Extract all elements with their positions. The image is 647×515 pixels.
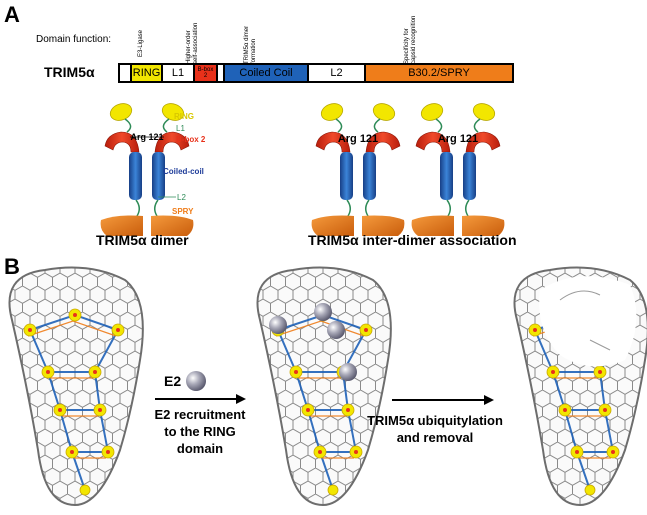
domain-l1: L1 [171,67,185,79]
domain-ring: RING [130,65,163,81]
capsid-disassembled [514,268,647,505]
e2-ball [186,371,206,391]
label-l1: L1 [176,124,185,133]
protein-name: TRIM5α [44,64,95,80]
dimer-illustrations: Arg 121 Arg 121 Arg 121 RING L1 B-box 2 … [99,99,506,237]
step1-line-1: E2 recruitment [154,407,246,422]
svg-text:Arg 121: Arg 121 [338,133,378,145]
arrow-step1 [155,394,246,404]
label-coiled-coil: Coiled-coil [163,167,204,176]
step1-line-2: to the RING [164,424,236,439]
e2-label: E2 [164,373,182,389]
step2-line-2: and removal [396,430,474,445]
svg-text:Arg 121: Arg 121 [130,132,163,142]
step1-label: E2 recruitment to the RING domain [150,406,250,457]
capsid-initial [9,268,142,505]
caption-dimer: TRIM5α dimer [96,232,189,248]
domain-function-label: Domain function: [36,34,112,45]
svg-text:Arg 121: Arg 121 [438,133,478,145]
label-spry: SPRY [172,207,194,216]
domain-spry: B30.2/SPRY [364,65,512,81]
arg121-marker-3: Arg 121 [438,133,478,145]
panel-a-letter: A [4,2,20,27]
capsid-e2-bound [257,268,390,505]
label-bbox: B-box 2 [176,135,206,144]
step2-label: TRIM5α ubiquitylation and removal [355,412,515,446]
arrow-step2 [392,395,494,405]
caption-interdimer: TRIM5α inter-dimer association [308,232,517,248]
arg121-marker-2: Arg 121 [338,133,378,145]
domain-coiled-coil: Coiled Coil [223,65,309,81]
step2-line-1: TRIM5α ubiquitylation [367,413,503,428]
arg121-marker-1: Arg 121 [130,132,164,142]
label-l2: L2 [177,193,186,202]
step1-line-3: domain [176,441,224,456]
panel-b-letter: B [4,254,20,279]
domain-l2: L2 [330,67,343,79]
label-ring: RING [174,112,194,121]
